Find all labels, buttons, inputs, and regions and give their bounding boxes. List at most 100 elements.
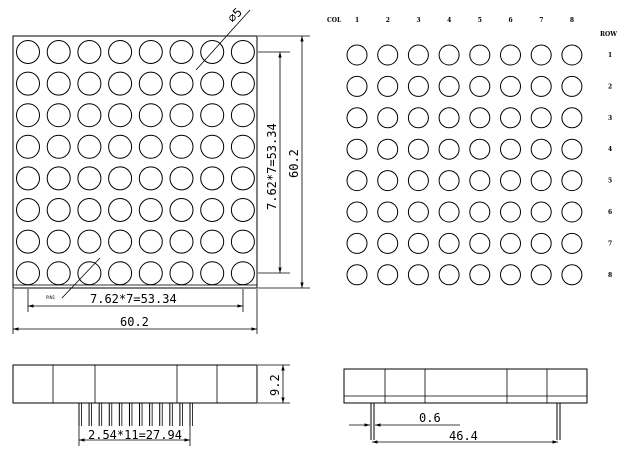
schematic-led: [530, 44, 552, 66]
front-led: [16, 71, 40, 96]
schematic-led: [346, 264, 368, 286]
front-led: [46, 40, 71, 64]
front-led: [77, 71, 102, 96]
schematic-led: [407, 170, 429, 192]
schematic-led: [530, 138, 552, 160]
schematic-led: [500, 75, 521, 97]
col-number: 5: [478, 17, 482, 24]
front-led: [108, 103, 133, 128]
pin-pitch-label: 2.54*11=27.94: [88, 428, 182, 442]
front-led: [77, 229, 102, 254]
front-led: [138, 261, 163, 286]
front-led: [108, 40, 133, 64]
front-led: [108, 166, 133, 191]
front-led: [108, 229, 133, 254]
schematic-led: [530, 232, 552, 254]
front-led: [138, 103, 163, 128]
side-view: 9.2 2.54*11=27.94: [12, 364, 290, 446]
front-led: [77, 103, 102, 128]
front-led: [138, 229, 163, 254]
side-body: [12, 364, 258, 404]
front-led: [16, 134, 40, 159]
row-number: 1: [608, 52, 612, 59]
front-led-grid: [16, 40, 255, 286]
schematic-led: [346, 232, 368, 254]
horizontal-pitch-label: 7.62*7=53.34: [90, 292, 177, 306]
schematic-led: [530, 264, 552, 286]
row-number: 6: [608, 209, 612, 216]
schematic-led: [469, 75, 491, 97]
schematic-led: [561, 44, 583, 66]
front-led: [77, 166, 102, 191]
schematic-led: [438, 201, 460, 223]
front-inner-outline: [12, 35, 258, 286]
schematic-led: [346, 107, 368, 129]
front-led: [16, 198, 40, 222]
schematic-led: [438, 138, 460, 160]
front-led: [77, 261, 102, 286]
schematic-led: [346, 44, 368, 66]
front-led: [230, 71, 255, 96]
end-body: [343, 368, 588, 404]
row-number: 3: [608, 115, 612, 122]
pin1-mark: PIN1: [46, 295, 56, 300]
schematic-led: [407, 75, 429, 97]
row-label: ROW: [600, 31, 617, 38]
front-led: [200, 134, 225, 159]
front-led: [230, 134, 255, 159]
schematic-led: [407, 232, 429, 254]
front-led: [169, 229, 194, 254]
col-number: 1: [355, 17, 359, 24]
schematic-led: [438, 107, 460, 129]
front-led: [230, 103, 255, 128]
front-led: [46, 71, 71, 96]
schematic-led: [469, 264, 491, 286]
front-led: [108, 198, 133, 222]
side-height-label: 9.2: [268, 374, 282, 396]
schematic-led: [469, 170, 491, 192]
front-led: [230, 261, 255, 286]
width-label: 60.2: [120, 315, 149, 329]
schematic-led: [438, 44, 460, 66]
schematic-led: [469, 107, 491, 129]
diameter-leader: [195, 9, 251, 71]
front-led: [77, 198, 102, 222]
schematic-led: [469, 44, 491, 66]
col-number: 3: [416, 17, 420, 24]
schematic-led: [346, 201, 368, 223]
front-view: ∅5 7.62*7=53.34 60.2 7.62*7=53.34 PIN1 6…: [12, 5, 310, 334]
front-led: [138, 40, 163, 64]
schematic-led: [561, 138, 583, 160]
pin-width-label: 0.6: [419, 411, 441, 425]
front-led: [108, 134, 133, 159]
front-led: [16, 40, 40, 64]
schematic-led: [500, 107, 521, 129]
front-led: [200, 229, 225, 254]
front-led: [138, 134, 163, 159]
schematic-led: [561, 201, 583, 223]
schematic-led: [469, 201, 491, 223]
schematic-led: [561, 75, 583, 97]
front-led: [46, 229, 71, 254]
schematic-led: [346, 138, 368, 160]
front-led: [46, 103, 71, 128]
front-led: [230, 198, 255, 222]
front-led: [169, 198, 194, 222]
front-led: [200, 166, 225, 191]
schematic-led: [377, 44, 399, 66]
front-led: [46, 198, 71, 222]
schematic-led: [469, 138, 491, 160]
front-led: [200, 198, 225, 222]
front-led: [138, 71, 163, 96]
schematic-led: [438, 170, 460, 192]
schematic-led: [377, 201, 399, 223]
schematic-led: [500, 138, 521, 160]
schematic-led: [438, 232, 460, 254]
front-led: [169, 71, 194, 96]
led-diameter-label: ∅5: [225, 5, 245, 25]
schematic-led: [469, 232, 491, 254]
front-led: [169, 40, 194, 64]
schematic-led: [346, 170, 368, 192]
